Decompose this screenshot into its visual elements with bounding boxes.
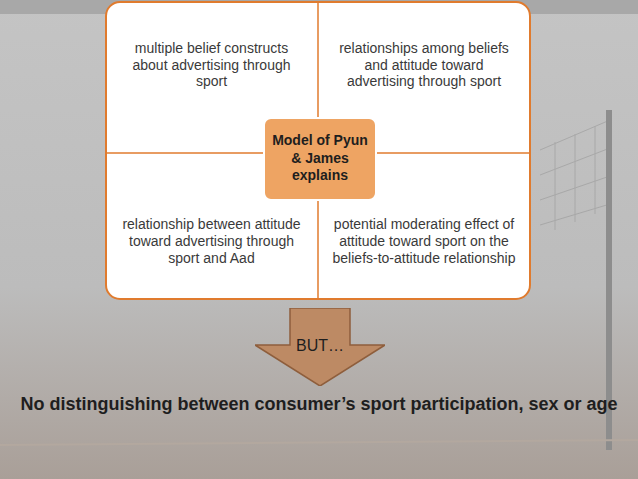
center-box: Model of Pyun & James explains: [263, 117, 377, 201]
center-title: Model of Pyun & James explains: [271, 132, 369, 185]
arrow-label: BUT…: [255, 336, 385, 355]
arrow-outline: [255, 308, 385, 386]
court-line: [0, 440, 638, 445]
block-arrow: BUT…: [255, 308, 385, 386]
quadrant-text: relationships among beliefs and attitude…: [332, 40, 516, 90]
conclusion-note: No distinguishing between consumer’s spo…: [12, 393, 626, 416]
quadrant-text: multiple belief constructs about adverti…: [119, 40, 304, 90]
quadrant-text: relationship between attitude toward adv…: [119, 216, 304, 266]
net: [540, 120, 610, 230]
frame-box: [106, 2, 530, 299]
quadrant-text: potential moderating effect of attitude …: [332, 216, 516, 266]
